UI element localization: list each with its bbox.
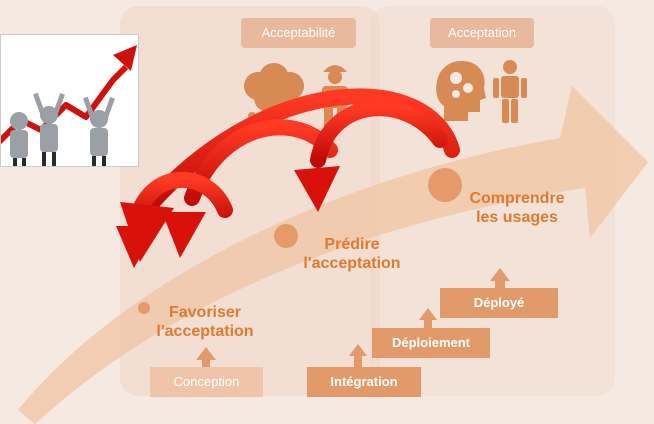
- favoriser-dot: [138, 302, 150, 314]
- conception-box: Conception: [150, 367, 263, 397]
- acceptabilite-header: Acceptabilité: [241, 18, 356, 48]
- acceptation-header: Acceptation: [430, 18, 534, 48]
- feedback-arrow-large: [142, 88, 460, 213]
- integration-box: Intégration: [307, 367, 421, 397]
- growth-chart-photo: [0, 34, 139, 167]
- comprendre-dot: [428, 168, 462, 202]
- robot-icon: [493, 60, 527, 123]
- predire-dot: [274, 224, 298, 248]
- brain-gears-icon: [436, 61, 486, 121]
- deploiement-box: Déploiement: [372, 328, 490, 358]
- deploye-box: Déployé: [440, 288, 558, 318]
- growth-illustration: [1, 45, 137, 166]
- thought-cloud-icon: [242, 63, 304, 127]
- feedback-arrow-top: [310, 100, 448, 168]
